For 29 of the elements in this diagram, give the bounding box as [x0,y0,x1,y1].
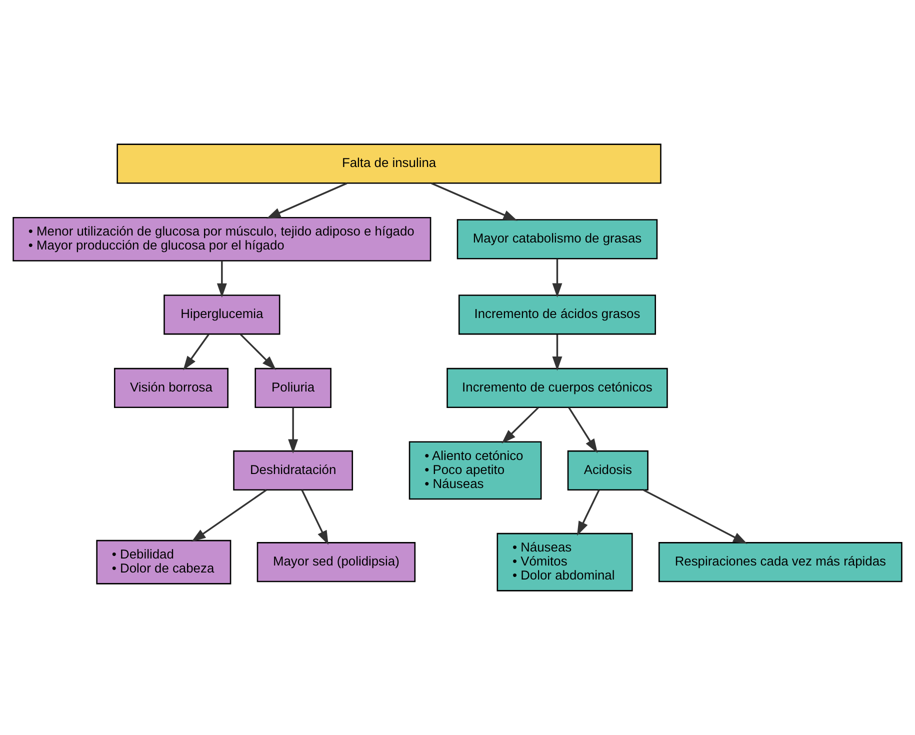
node-box: • Debilidad • Dolor de cabeza [96,540,232,584]
node-box: Incremento de cuerpos cetónicos [446,368,668,408]
node-box: • Menor utilización de glucosa por músculo, tejido adiposo e hígado • Mayor producción de glucosa por el hígado [12,216,432,262]
arrow [301,490,328,545]
node-box: Acidosis [567,450,648,491]
arrow [577,490,600,536]
node-box: Falta de insulina [116,144,662,184]
node-box: • Aliento cetónico • Poco apetito • Náuseas [408,441,542,500]
arrow [266,182,348,219]
arrow [502,407,539,444]
arrow [240,334,276,370]
node-box: Respiraciones cada vez más rápidas [658,542,902,582]
arrow [183,334,210,370]
node-box: Poliuria [254,368,332,408]
arrow [216,261,227,298]
node-box: Visión borrosa [114,368,228,408]
arrow [191,489,267,542]
arrow [552,258,562,298]
arrow [568,407,598,454]
arrow [643,489,748,544]
node-box: • Náuseas • Vómitos • Dolor abdominal [496,532,633,592]
node-box: Incremento de ácidos grasos [458,294,656,335]
node-box: Mayor sed (polidipsia) [256,542,416,582]
arrow [552,334,562,371]
node-box: Mayor catabolismo de grasas [456,219,658,260]
node-box: Hiperglucemia [164,294,280,335]
arrow [288,408,298,454]
arrow [431,182,518,221]
node-box: Deshidratación [233,450,354,491]
